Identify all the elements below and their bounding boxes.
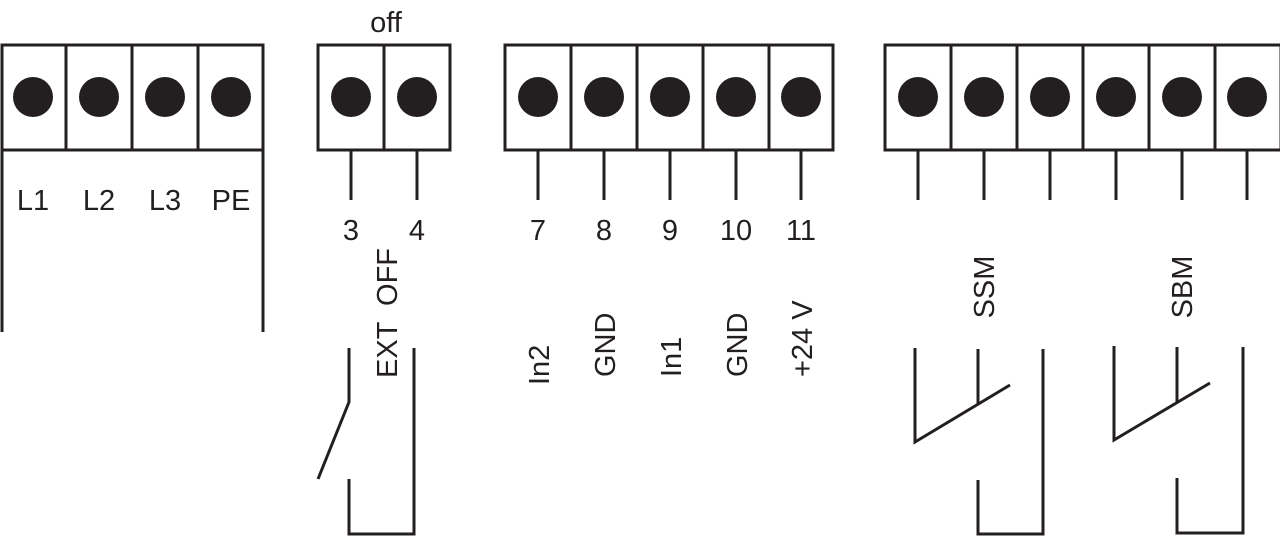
ext-off-terminal-block: off 3 4 EXT OFF xyxy=(316,7,452,536)
label-PE: PE xyxy=(212,185,251,217)
label-L2: L2 xyxy=(83,185,115,217)
label-in1: In1 xyxy=(656,337,688,377)
relay-terminal-5 xyxy=(1162,77,1202,117)
label-L1: L1 xyxy=(17,185,49,217)
mains-terminal-block: L1 L2 L3 PE xyxy=(0,43,265,332)
terminal-8 xyxy=(584,77,624,117)
terminal-9 xyxy=(650,77,690,117)
label-sbm: SBM xyxy=(1167,256,1199,319)
terminal-PE xyxy=(211,77,251,117)
terminal-number-3: 3 xyxy=(343,215,359,247)
terminal-11 xyxy=(781,77,821,117)
off-header: off xyxy=(370,7,403,39)
terminal-L2 xyxy=(79,77,119,117)
label-gnd-8: GND xyxy=(590,313,622,377)
relay-terminal-1 xyxy=(898,77,938,117)
terminal-number-9: 9 xyxy=(662,215,678,247)
relay-terminal-3 xyxy=(1030,77,1070,117)
label-in2: In2 xyxy=(524,345,556,385)
label-gnd-10: GND xyxy=(722,313,754,377)
terminal-L1 xyxy=(13,77,53,117)
ssm-relay-contact-icon xyxy=(913,348,1045,536)
relay-terminal-2 xyxy=(964,77,1004,117)
terminal-10 xyxy=(716,77,756,117)
relay-terminal-4 xyxy=(1096,77,1136,117)
sbm-relay-contact-icon xyxy=(1112,346,1245,535)
terminal-number-11: 11 xyxy=(786,215,816,247)
io-terminal-block: 7 8 9 10 11 In2 GND In1 GND +24 V xyxy=(503,43,835,385)
ext-off-switch-icon xyxy=(316,348,416,536)
terminal-number-7: 7 xyxy=(530,215,546,247)
terminal-number-10: 10 xyxy=(720,215,752,247)
terminal-number-4: 4 xyxy=(409,215,425,247)
terminal-L3 xyxy=(145,77,185,117)
terminal-3 xyxy=(331,77,371,117)
relay-terminal-6 xyxy=(1227,77,1267,117)
relay-terminal-block: SSM SBM xyxy=(883,43,1280,536)
label-L3: L3 xyxy=(149,185,181,217)
terminal-4 xyxy=(397,77,437,117)
terminal-number-8: 8 xyxy=(596,215,612,247)
label-ssm: SSM xyxy=(969,256,1001,319)
terminal-7 xyxy=(518,77,558,117)
label-24v: +24 V xyxy=(787,300,819,377)
ext-off-label: EXT OFF xyxy=(372,248,404,378)
